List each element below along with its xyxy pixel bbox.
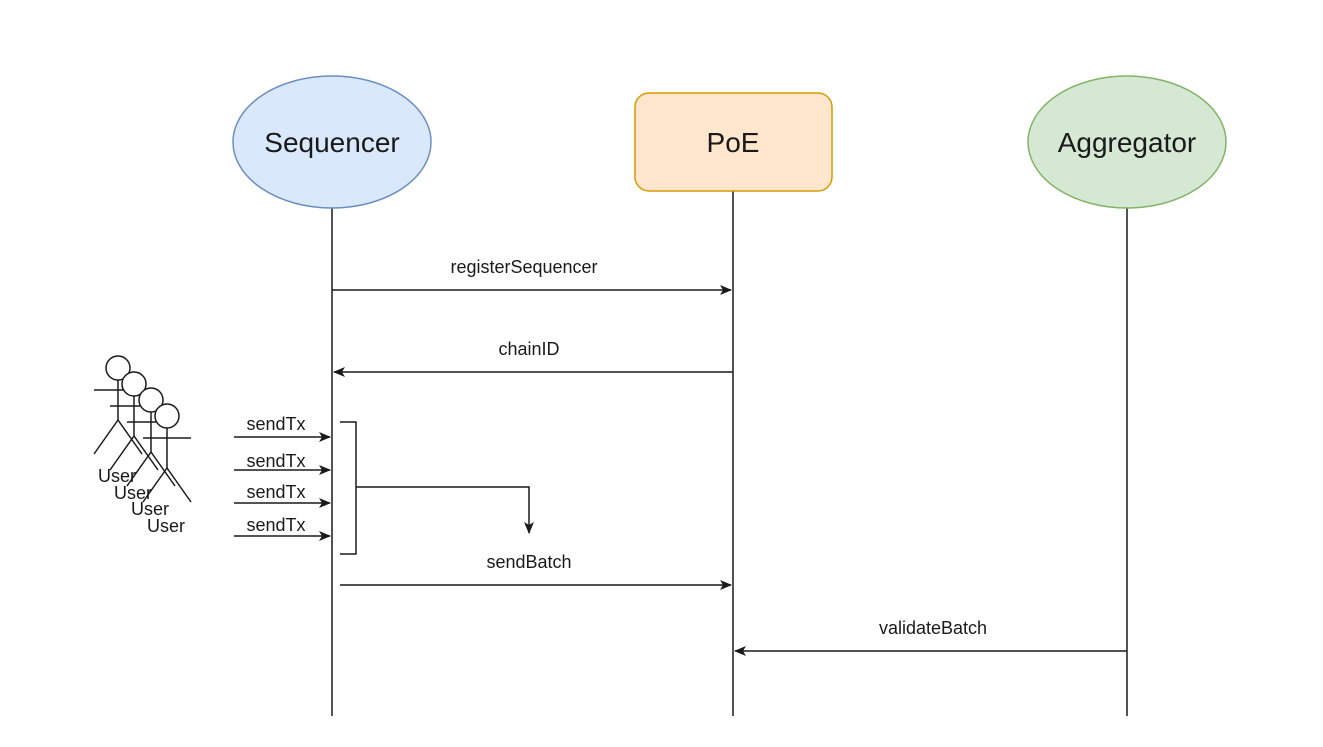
poe-node: PoE xyxy=(634,92,833,192)
send-tx-message-1: sendTx xyxy=(234,414,331,442)
register-sequencer-label: registerSequencer xyxy=(450,257,597,277)
batch-bracket xyxy=(340,421,357,555)
user-label-1: User xyxy=(98,466,136,486)
aggregator-label: Aggregator xyxy=(1058,127,1197,158)
validate-batch-label: validateBatch xyxy=(879,618,987,638)
send-tx-label-3: sendTx xyxy=(246,482,305,502)
send-batch-message: sendBatch xyxy=(340,552,732,590)
send-batch-label: sendBatch xyxy=(486,552,571,572)
send-tx-message-4: sendTx xyxy=(234,515,331,541)
poe-label: PoE xyxy=(707,127,760,158)
user-label-2: User xyxy=(114,483,152,503)
send-tx-message-3: sendTx xyxy=(234,482,331,508)
user-actor-1 xyxy=(93,355,143,455)
sequencer-node: Sequencer xyxy=(232,75,432,209)
validate-batch-message: validateBatch xyxy=(734,618,1127,656)
user-actor-2 xyxy=(109,371,159,471)
send-tx-label-4: sendTx xyxy=(246,515,305,535)
chain-id-label: chainID xyxy=(498,339,559,359)
user-actor-3 xyxy=(126,387,176,487)
register-sequencer-message: registerSequencer xyxy=(332,257,732,295)
sequencer-label: Sequencer xyxy=(264,127,399,158)
chain-id-message: chainID xyxy=(333,339,733,377)
user-label-4: User xyxy=(147,516,185,536)
send-tx-label-2: sendTx xyxy=(246,451,305,471)
aggregator-node: Aggregator xyxy=(1027,75,1227,209)
user-label-3: User xyxy=(131,499,169,519)
user-actor-4 xyxy=(142,403,192,503)
send-tx-message-2: sendTx xyxy=(234,451,331,475)
batch-connector-arrow xyxy=(356,486,534,534)
send-tx-label-1: sendTx xyxy=(246,414,305,434)
